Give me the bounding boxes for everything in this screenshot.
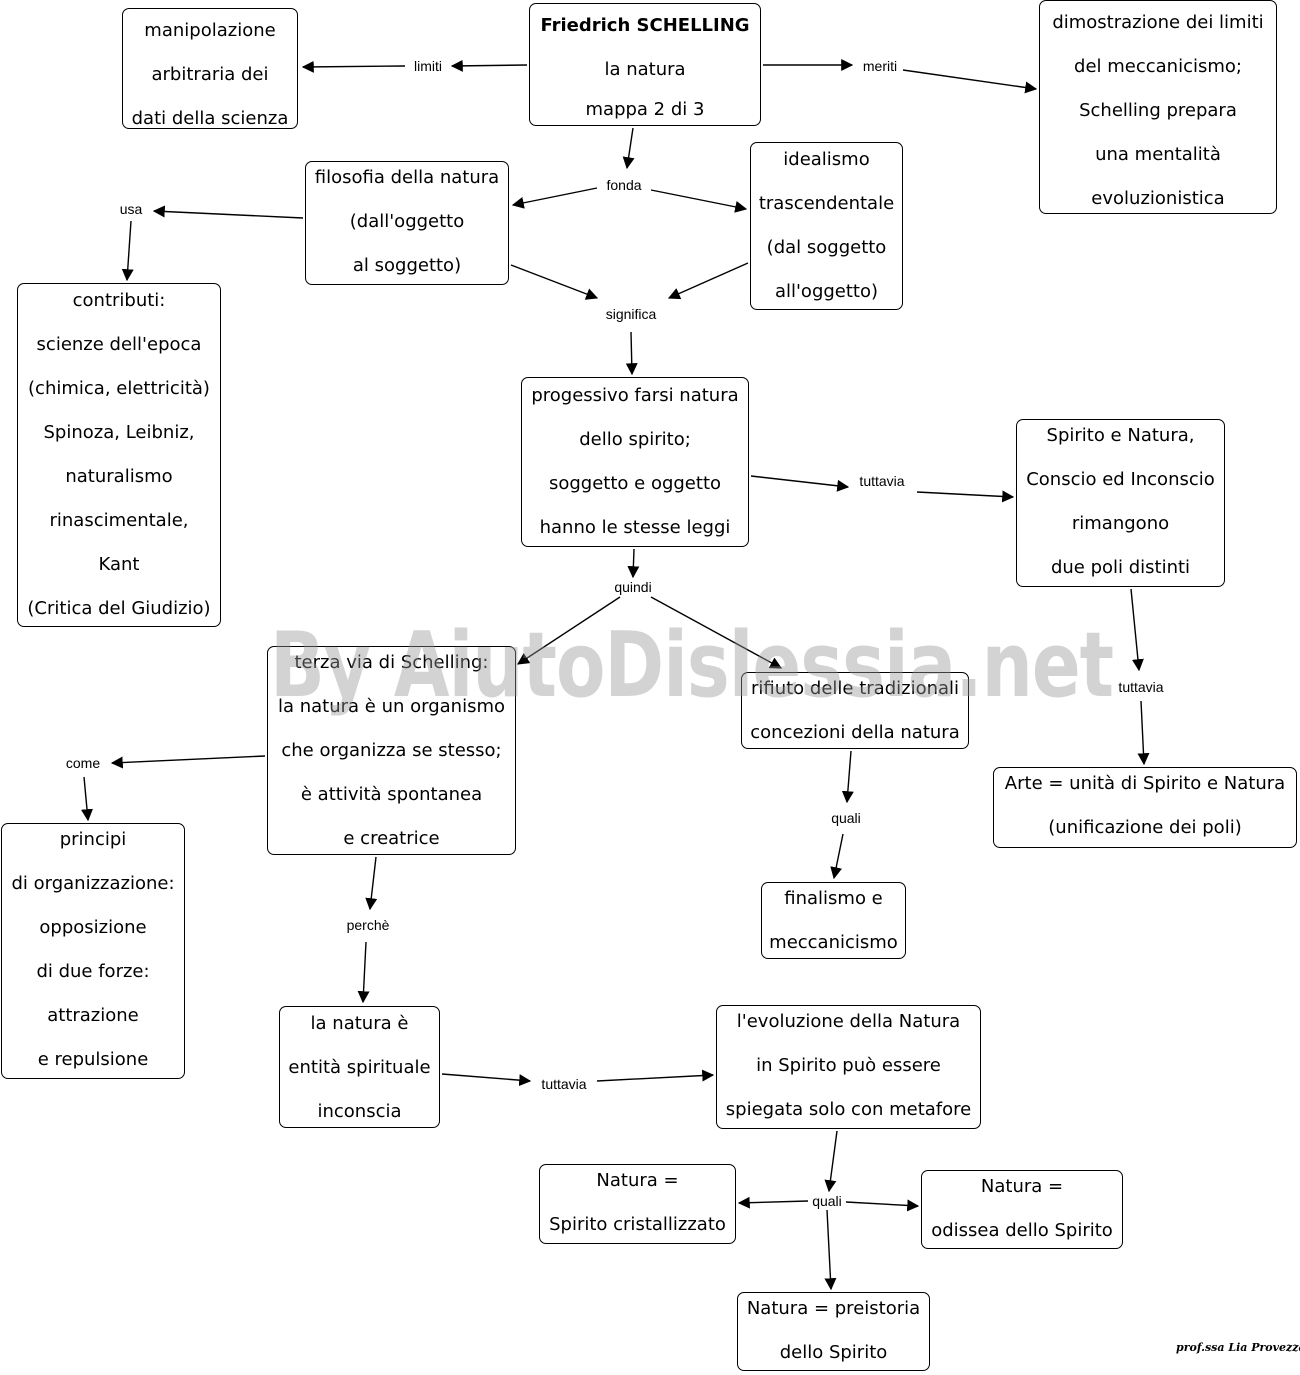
node-preistoria: Natura = preistoria dello Spirito — [737, 1292, 930, 1371]
edge-quali-preistoria — [824, 1209, 837, 1291]
link-label-tuttavia-2: tuttavia — [1115, 678, 1167, 696]
edge-meriti-dimostrazione — [902, 69, 1038, 94]
edge-rifiuto-quali — [841, 750, 854, 804]
edge-quindi-rifiuto — [650, 596, 783, 669]
link-label-usa: usa — [116, 200, 146, 218]
edge-filosofia-significa — [510, 264, 599, 300]
edge-idealismo-significa — [667, 262, 749, 300]
edge-limiti-manipolazione — [301, 60, 406, 73]
edge-usa-contributi — [121, 220, 134, 282]
edge-fonda-idealismo — [650, 189, 748, 213]
node-terza-via: terza via di Schelling: la natura è un o… — [267, 646, 516, 855]
node-principi: principi di organizzazione: opposizione … — [1, 823, 185, 1079]
author-signature: prof.ssa Lia Provezza — [1176, 1341, 1300, 1354]
node-cristallizzato: Natura = Spirito cristallizzato — [539, 1164, 736, 1244]
link-label-significa: significa — [602, 305, 660, 323]
link-label-tuttavia-3: tuttavia — [538, 1075, 590, 1093]
node-title: Friedrich SCHELLING la natura mappa 2 di… — [529, 3, 761, 126]
link-label-quali-1: quali — [828, 809, 864, 827]
edge-quali-finalismo — [830, 833, 844, 880]
link-label-limiti: limiti — [411, 57, 445, 75]
link-label-quali-2: quali — [809, 1192, 845, 1210]
edge-quindi-terza — [516, 596, 621, 665]
edge-title-fonda — [622, 127, 635, 170]
edge-spirito-tuttavia — [1130, 588, 1144, 672]
edge-tuttavia-spirito — [916, 490, 1015, 503]
edge-evoluzione-quali — [824, 1130, 838, 1193]
link-label-tuttavia-1: tuttavia — [856, 472, 908, 490]
edge-entita-tuttavia — [441, 1073, 532, 1087]
edge-fonda-filosofia — [511, 187, 598, 209]
edge-quali-odissea — [845, 1199, 920, 1212]
edge-progessivo-tuttavia — [750, 475, 850, 492]
node-rifiuto: rifiuto delle tradizionali concezioni de… — [741, 672, 969, 749]
edge-quali-cristallizzato — [737, 1196, 809, 1209]
edge-terza-come — [110, 755, 266, 769]
link-label-meriti: meriti — [859, 57, 901, 75]
node-finalismo: finalismo e meccanicismo — [761, 882, 906, 959]
edge-filosofia-usa — [152, 205, 304, 219]
node-entita: la natura è entità spirituale inconscia — [279, 1006, 440, 1128]
node-manipolazione: manipolazione arbitraria dei dati della … — [122, 8, 298, 129]
link-label-quindi: quindi — [611, 578, 655, 596]
node-dimostrazione: dimostrazione dei limiti del meccanicism… — [1039, 0, 1277, 214]
node-arte: Arte = unità di Spirito e Natura (unific… — [993, 767, 1297, 848]
edge-come-principi — [81, 776, 93, 822]
edge-perche-entita — [357, 941, 370, 1004]
edge-title-limiti — [450, 59, 528, 72]
node-progessivo: progessivo farsi natura dello spirito; s… — [521, 377, 749, 547]
edge-tuttavia-arte — [1137, 700, 1150, 766]
link-label-come: come — [62, 754, 104, 772]
node-spirito-natura: Spirito e Natura, Conscio ed Inconscio r… — [1016, 419, 1225, 587]
node-filosofia: filosofia della natura (dall'oggetto al … — [305, 161, 509, 285]
node-idealismo: idealismo trascendentale (dal soggetto a… — [750, 142, 903, 310]
edge-tuttavia-evoluzione — [596, 1069, 715, 1082]
edge-progessivo-quindi — [627, 548, 640, 579]
link-label-perche: perchè — [343, 916, 393, 934]
link-label-fonda: fonda — [603, 176, 645, 194]
edge-significa-progessivo — [625, 331, 638, 376]
node-evoluzione: l'evoluzione della Natura in Spirito può… — [716, 1005, 981, 1129]
node-odissea: Natura = odissea dello Spirito — [921, 1170, 1123, 1249]
edge-terza-perche — [365, 856, 378, 911]
node-contributi: contributi: scienze dell'epoca (chimica,… — [17, 283, 221, 627]
